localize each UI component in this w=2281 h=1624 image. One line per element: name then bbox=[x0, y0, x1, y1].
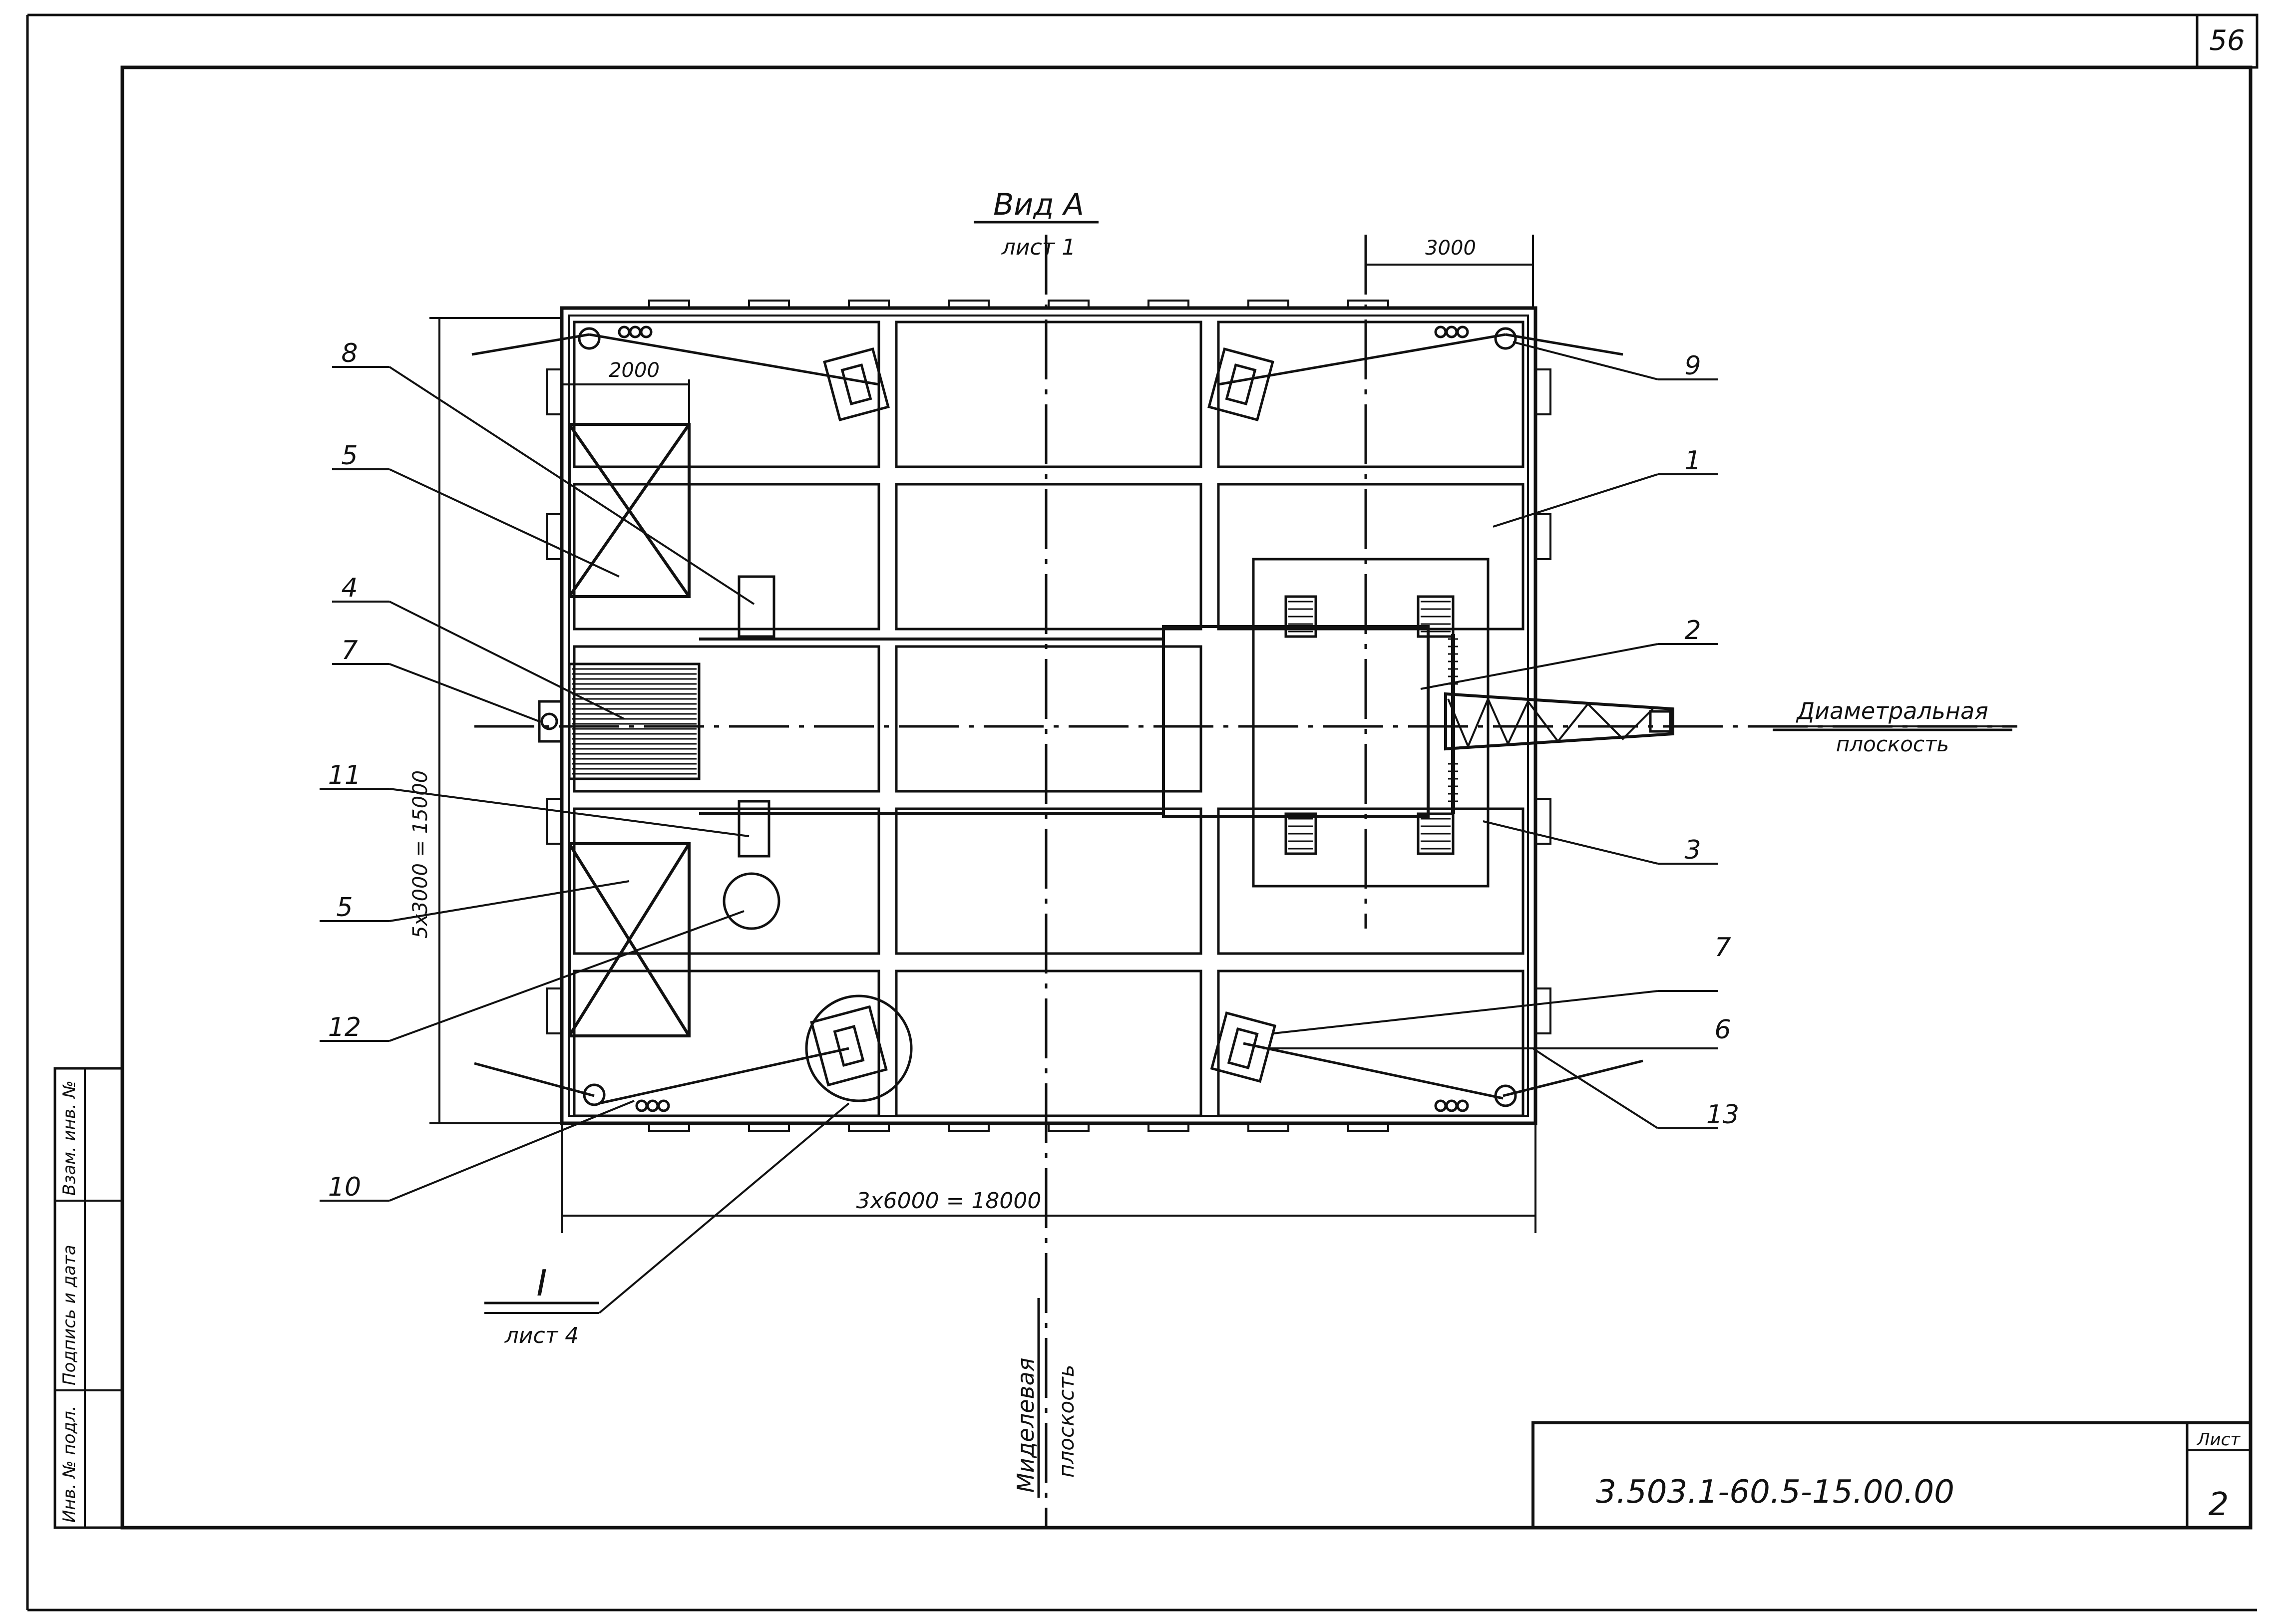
stamp-sheet-label: Лист bbox=[2196, 1430, 2241, 1450]
anchor-cables bbox=[471, 325, 1643, 1112]
dim-top: 3000 bbox=[1425, 237, 1476, 260]
title-underlines bbox=[484, 221, 2012, 1498]
stamp-sheet-value: 2 bbox=[2209, 1486, 2229, 1523]
label-5-top: 5 bbox=[341, 441, 358, 471]
detail-title: I bbox=[536, 1262, 547, 1304]
view-title: Вид А bbox=[993, 187, 1084, 222]
side-vzam: Взам. инв. № bbox=[59, 1080, 79, 1196]
stamp-designation: 3.503.1-60.5-15.00.00 bbox=[1596, 1474, 1954, 1511]
label-7-right: 7 bbox=[1714, 933, 1731, 963]
sheet-number: 56 bbox=[2209, 24, 2245, 57]
dim-height: 5х3000 = 15000 bbox=[409, 770, 432, 939]
detail-sheet-ref: лист 4 bbox=[504, 1323, 579, 1348]
crane-jib bbox=[1444, 692, 1674, 751]
bow-bollard bbox=[538, 700, 563, 743]
diametral-plane-1: Диаметральная bbox=[1796, 697, 1988, 724]
label-13: 13 bbox=[1706, 1100, 1739, 1130]
callout-numbers: 8 5 4 7 11 5 12 10 9 1 2 3 7 6 13 bbox=[328, 338, 1739, 1202]
diametral-plane-2: плоскость bbox=[1836, 732, 1949, 756]
hatch-bottom bbox=[568, 842, 691, 1037]
crane-track bbox=[699, 638, 1163, 815]
dim-length: 3х6000 = 18000 bbox=[856, 1188, 1042, 1214]
side-inv-podl: Инв. № подл. bbox=[59, 1405, 79, 1523]
label-1: 1 bbox=[1684, 446, 1701, 476]
item-4-grating bbox=[568, 662, 701, 780]
pontoon-outline bbox=[560, 306, 1537, 1125]
winch-bottom-right bbox=[1210, 1011, 1277, 1083]
side-stamp: Инв. № подл. Подпись и дата Взам. инв. № bbox=[53, 1067, 124, 1529]
midship-plane-2: плоскость bbox=[1054, 1365, 1079, 1478]
fenders bbox=[546, 300, 1551, 1132]
label-6: 6 bbox=[1714, 1015, 1731, 1045]
winch-bottom-left bbox=[810, 1005, 888, 1087]
sheet-number-box: 56 bbox=[2196, 13, 2259, 69]
label-12: 12 bbox=[328, 1012, 361, 1042]
item-11-box bbox=[738, 800, 770, 858]
label-5-bottom: 5 bbox=[336, 893, 353, 923]
dim-hatch: 2000 bbox=[609, 359, 660, 382]
label-4: 4 bbox=[341, 573, 358, 603]
label-10: 10 bbox=[328, 1172, 361, 1202]
item-8-box bbox=[738, 575, 775, 638]
midship-plane-1: Миделевая bbox=[1012, 1358, 1039, 1493]
crane-platform bbox=[1162, 558, 1490, 888]
side-podpis: Подпись и дата bbox=[59, 1245, 79, 1385]
label-9: 9 bbox=[1684, 351, 1701, 381]
leader-lines bbox=[320, 341, 2017, 1314]
view-sheet-ref: лист 1 bbox=[1001, 235, 1076, 260]
label-7-left: 7 bbox=[341, 636, 358, 665]
item-12-circle bbox=[723, 872, 780, 930]
label-3: 3 bbox=[1684, 835, 1701, 865]
hatch-top bbox=[568, 423, 691, 598]
detail-circle bbox=[805, 994, 913, 1102]
dimension-lines bbox=[429, 235, 1536, 1233]
label-11: 11 bbox=[328, 760, 361, 790]
centerlines bbox=[474, 235, 2017, 1528]
deck-panels bbox=[573, 321, 1524, 1117]
label-8: 8 bbox=[341, 338, 358, 368]
label-2: 2 bbox=[1684, 616, 1701, 646]
title-block: 3.503.1-60.5-15.00.00 Лист 2 bbox=[1531, 1421, 2252, 1529]
page-frame bbox=[26, 13, 2257, 1612]
drawing-border bbox=[120, 65, 2253, 1530]
